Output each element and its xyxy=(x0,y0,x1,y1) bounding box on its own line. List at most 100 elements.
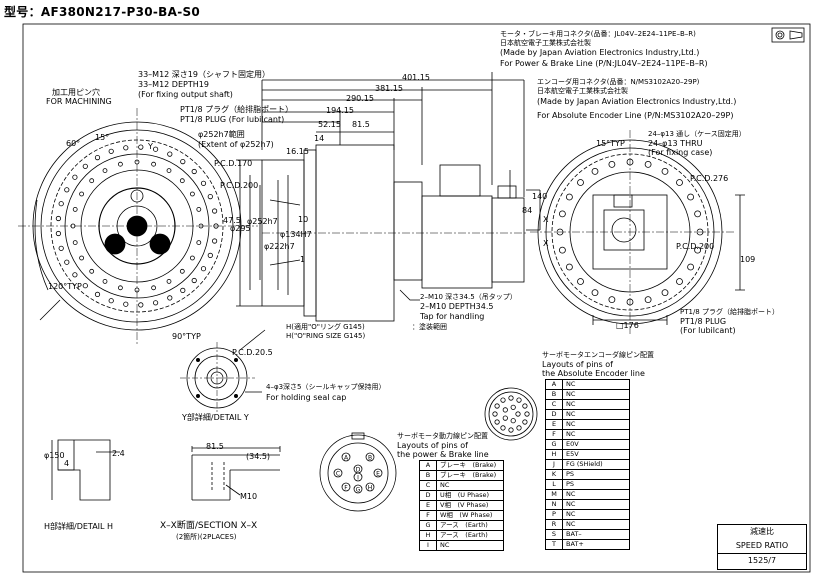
angle-15: 15° xyxy=(95,133,110,142)
power-table-pin-signal: U相 (U Phase) xyxy=(436,490,504,501)
power-connector-pin-label: A xyxy=(344,455,349,462)
encoder-table-pin-letter: G xyxy=(545,439,563,450)
power-connector-pin-label: H xyxy=(368,485,373,492)
case-bolt-hole xyxy=(661,167,669,175)
power-table-pin-letter: E xyxy=(419,500,437,511)
power-table-pin-letter: B xyxy=(419,470,437,481)
case-bolt-hole xyxy=(559,246,566,254)
motor-connector-jp: モータ・ブレーキ用コネクタ(品番：JL04V–2E24–11PE–B–R) xyxy=(500,30,696,38)
encoder-table-pin-signal: BAT– xyxy=(562,529,630,540)
m10-label-en: 2–M10 DEPTH34.5 xyxy=(420,302,494,311)
angle-120: 120°TYP xyxy=(48,282,82,291)
encoder-connector-pin xyxy=(502,415,508,421)
encoder-table-title-en1: Layouts of pins of xyxy=(542,360,613,369)
power-connector-pin xyxy=(365,482,375,492)
power-table-pin-letter: I xyxy=(419,540,437,551)
bolt-hole xyxy=(108,148,114,154)
encoder-table-pin-signal: FG (SHield) xyxy=(562,459,630,470)
motor-maker-en: (Made by Japan Aviation Electronics Indu… xyxy=(500,48,700,57)
bolt-hole xyxy=(212,238,218,244)
encoder-connector-pin xyxy=(510,418,516,424)
view-y-marker: Y xyxy=(148,142,153,151)
section-x-marker-bottom: X xyxy=(543,239,549,248)
bolt-hole xyxy=(102,168,108,174)
dim-2-4: 2.4 xyxy=(112,449,125,458)
bolt-hole xyxy=(200,266,207,272)
case-bolt-hole xyxy=(566,263,573,271)
encoder-table-pin-letter: K xyxy=(545,469,563,480)
bolt-hole xyxy=(55,230,62,237)
encoder-maker-en: (Made by Japan Aviation Electronics Indu… xyxy=(537,97,737,106)
bolt-hole xyxy=(58,245,64,251)
case-bolt-hole xyxy=(566,193,573,201)
side-view xyxy=(236,72,541,322)
power-table-pin-letter: C xyxy=(419,480,437,491)
dim-phi134: φ134H7 xyxy=(280,230,312,239)
dim-1: 1 xyxy=(300,255,306,264)
dim-4: 4 xyxy=(64,459,70,468)
case-bolt-hole xyxy=(696,228,704,236)
power-connector-pin-label: E xyxy=(376,471,380,478)
encoder-connector-jp: エンコーダ用コネクタ(品番：N/MS3102A20–29P) xyxy=(537,78,700,86)
encoder-connector-pin xyxy=(500,397,506,403)
power-connector-pin xyxy=(373,468,383,478)
m12-note: (For fixing output shaft) xyxy=(138,90,233,99)
case-note: (For fixing case) xyxy=(648,148,713,157)
bolt-hole xyxy=(213,223,219,229)
encoder-table-pin-letter: N xyxy=(545,499,563,510)
case-bolt-hole xyxy=(687,263,694,271)
model-number: 型号：AF380N217-P30-BA-S0 xyxy=(4,5,201,19)
bolt-hole xyxy=(138,302,144,308)
bolt-hole xyxy=(153,300,159,306)
dim-290: 290.15 xyxy=(346,94,374,103)
encoder-table-pin-signal: NC xyxy=(562,509,630,520)
plug2-label-jp: PT1/8 プラグ（給排脂ポート） xyxy=(680,308,779,316)
dim-phi222: φ222h7 xyxy=(264,242,295,251)
seal-label-en: For holding seal cap xyxy=(266,393,347,402)
encoder-table-pin-signal: NC xyxy=(562,489,630,500)
bolt-hole xyxy=(118,161,123,167)
power-table-title-en2: the power & Brake line xyxy=(397,450,489,459)
power-table-pin-signal: アース (Earth) xyxy=(436,530,504,541)
speed-ratio-value: 1525/7 xyxy=(718,553,806,568)
encoder-table-pin-letter: P xyxy=(545,509,563,520)
encoder-table-pin-signal: NC xyxy=(562,399,630,410)
section-xx-view xyxy=(191,446,281,501)
angle-90: 90°TYP xyxy=(172,332,201,341)
bolt-hole xyxy=(167,295,173,301)
bolt-hole xyxy=(64,259,70,265)
encoder-table-pin-signal: BAT+ xyxy=(562,539,630,550)
bolt-hole xyxy=(179,178,185,184)
encoder-table-pin-letter: R xyxy=(545,519,563,530)
encoder-table-pin-signal: NC xyxy=(562,499,630,510)
power-table-pin-letter: D xyxy=(419,490,437,501)
bolt-hole xyxy=(167,151,173,157)
bolt-hole xyxy=(58,201,64,207)
power-connector-pin-label: F xyxy=(344,485,348,492)
encoder-table-pin-letter: E xyxy=(545,419,563,430)
bolt-hole xyxy=(196,240,202,246)
bolt-hole xyxy=(79,255,84,261)
bolt-hole xyxy=(64,187,70,193)
speed-ratio-label-en: SPEED RATIO xyxy=(735,541,789,550)
bolt-hole xyxy=(166,168,172,174)
encoder-line-en: For Absolute Encoder Line (P/N:MS3102A20… xyxy=(537,111,734,120)
speed-ratio-box: 減速比 SPEED RATIO 1525/7 xyxy=(717,524,807,570)
dim-phi295: φ295 xyxy=(230,224,251,233)
encoder-table-pin-letter: S xyxy=(545,529,563,540)
dim-34-5: (34.5) xyxy=(246,452,271,461)
bolt-hole xyxy=(118,285,123,291)
bolt-hole xyxy=(134,159,140,165)
bolt-hole xyxy=(180,287,186,293)
plug-label-en: PT1/8 PLUG (For lubilcant) xyxy=(180,115,285,124)
